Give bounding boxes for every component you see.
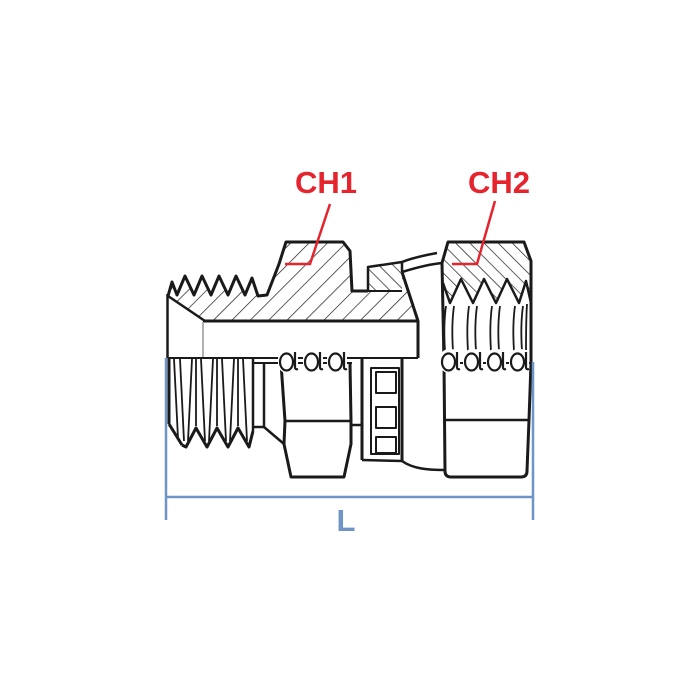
nut-thread-crest-zigzag bbox=[441, 277, 533, 305]
nut-thread-flank-lines bbox=[443, 303, 528, 352]
thread-flank-lines bbox=[173, 358, 248, 442]
loop-group-right bbox=[440, 349, 530, 373]
ch1-hex-lower bbox=[253, 362, 362, 479]
callouts: CH1 CH2 bbox=[285, 165, 530, 266]
thread-left-chamfer bbox=[167, 423, 184, 446]
sleeve-bottom-line bbox=[361, 458, 403, 463]
shoulder-lower-line bbox=[401, 261, 443, 274]
ch2-nut-lower bbox=[442, 362, 533, 479]
body-and-ch1-hex-section bbox=[166, 240, 420, 358]
body-hatch-fill bbox=[168, 242, 418, 321]
sleeve-slot-3 bbox=[375, 436, 397, 454]
thread-root-zigzag bbox=[181, 426, 255, 449]
sleeve-slot-1 bbox=[375, 371, 397, 394]
swivel-collar-section bbox=[366, 251, 443, 292]
lower-half-section bbox=[167, 357, 533, 479]
nut-lower-outline bbox=[442, 362, 533, 479]
nut-hatch-fill bbox=[442, 242, 531, 303]
hex-outline bbox=[279, 362, 353, 479]
sleeve-slot-2 bbox=[375, 406, 397, 429]
sleeve-to-nut-curve bbox=[401, 459, 445, 472]
ch1-label: CH1 bbox=[295, 165, 357, 200]
male-thread-section bbox=[167, 358, 285, 449]
ch2-label: CH2 bbox=[468, 165, 530, 200]
loop-group-left bbox=[278, 349, 348, 373]
ch2-nut-section bbox=[440, 240, 533, 364]
male-thread-crest-outline bbox=[166, 240, 368, 298]
front-chamfer-line bbox=[167, 294, 206, 323]
runout-chamfer bbox=[263, 426, 285, 445]
body-step-edge bbox=[400, 271, 420, 358]
thread-root-loops bbox=[278, 349, 530, 373]
nut-top-outline bbox=[440, 240, 533, 363]
dimension-L: L bbox=[164, 358, 535, 538]
swivel-sleeve-column bbox=[360, 358, 445, 472]
sleeve-inner-frame bbox=[370, 367, 400, 455]
ch1-leader-line bbox=[285, 203, 332, 266]
collar-outline bbox=[366, 260, 404, 291]
ch2-leader-line bbox=[452, 200, 497, 266]
dimension-label-L: L bbox=[337, 503, 356, 538]
nut-left-edge bbox=[440, 262, 446, 364]
shoulder-upper-line bbox=[401, 251, 438, 264]
collar-hatch-fill bbox=[368, 262, 402, 291]
